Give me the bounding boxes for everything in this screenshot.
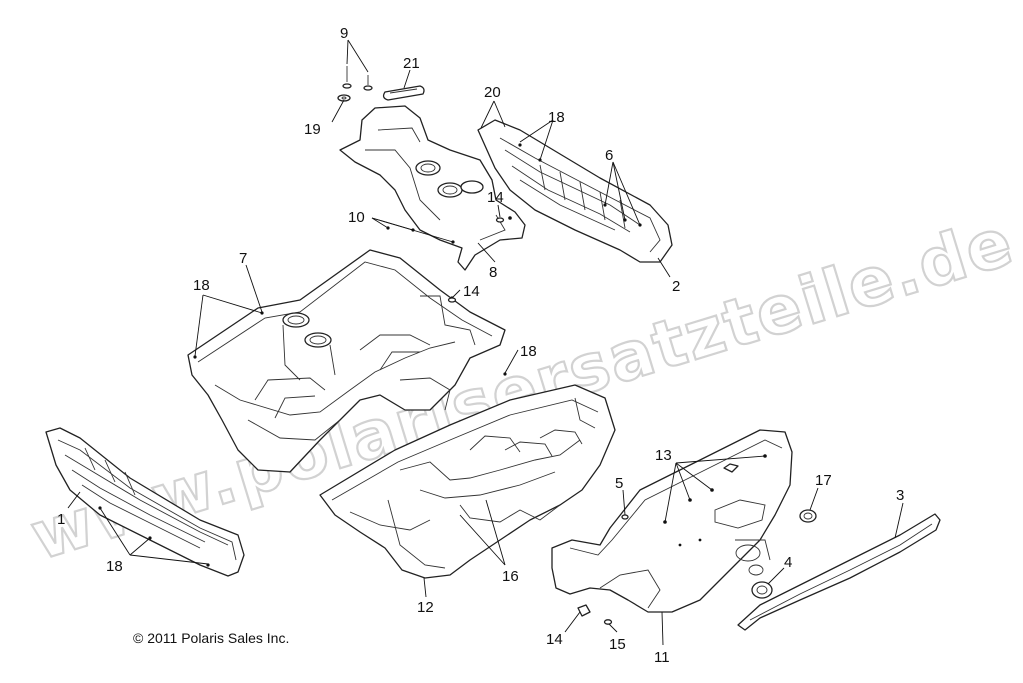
part-19-washer: [337, 94, 351, 102]
part-4-grommet: [751, 581, 773, 599]
callout-5: 5: [615, 475, 623, 492]
callout-10: 10: [348, 209, 365, 226]
hardware-fasteners: [386, 217, 739, 625]
part-21-handle: [382, 85, 425, 101]
callout-8: 8: [489, 264, 497, 281]
callout-11: 11: [654, 649, 670, 666]
callout-19: 19: [304, 121, 321, 138]
callout-4: 4: [784, 554, 792, 571]
part-17-plug: [799, 509, 817, 523]
callout-18-mid: 18: [520, 343, 537, 360]
callout-14-console: 14: [487, 189, 504, 206]
callout-14-lower: 14: [546, 631, 563, 648]
callout-6: 6: [605, 147, 613, 164]
part-7-upper-floor-tub: [187, 249, 507, 473]
copyright-notice: © 2011 Polaris Sales Inc.: [133, 630, 289, 646]
callout-13: 13: [655, 447, 672, 464]
callout-18-top: 18: [548, 109, 565, 126]
part-2-right-floor-panel: [477, 119, 673, 263]
part-12-lower-floor-tub: [319, 384, 616, 579]
callout-12: 12: [417, 599, 434, 616]
callout-7: 7: [239, 250, 247, 267]
callout-labels: 9 21 19 20 18 6 14 10 8 2 7 18 14 18 1 1…: [57, 25, 904, 666]
leader-lines: [67, 39, 904, 646]
callout-20: 20: [484, 84, 501, 101]
callout-21: 21: [403, 55, 420, 72]
callout-14-tub: 14: [463, 283, 480, 300]
callout-2: 2: [672, 278, 680, 295]
callout-1: 1: [57, 511, 65, 528]
callout-15: 15: [609, 636, 626, 653]
part-8-center-console: [339, 105, 526, 271]
callout-18-upper-left: 18: [193, 277, 210, 294]
part-3-rocker-strip: [737, 513, 941, 631]
callout-9: 9: [340, 25, 348, 42]
callout-3: 3: [896, 487, 904, 504]
part-9-screws: [342, 66, 373, 91]
callout-16: 16: [502, 568, 519, 585]
callout-18-lower-left: 18: [106, 558, 123, 575]
callout-17: 17: [815, 472, 832, 489]
part-11-skid-plate: [551, 429, 793, 613]
